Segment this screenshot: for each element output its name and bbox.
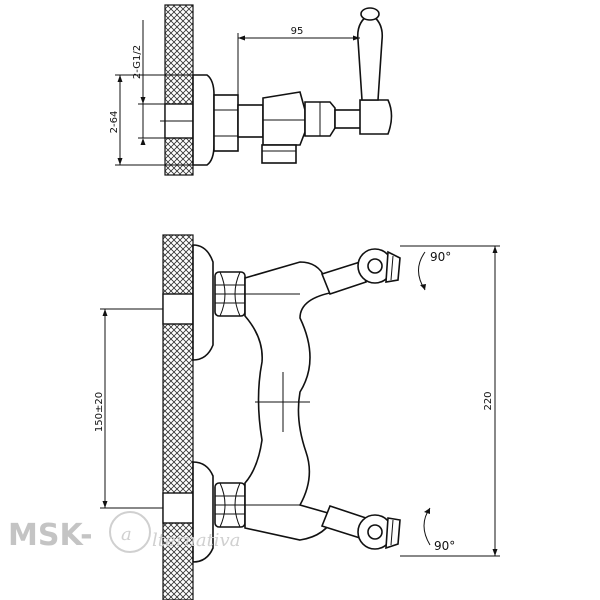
outlet-side xyxy=(261,144,297,164)
wall-pipe-lower xyxy=(162,492,194,524)
escutcheon-upper xyxy=(192,244,214,361)
dimension-thread-label: 2-G1/2 xyxy=(132,45,143,79)
lever-base-side xyxy=(359,99,393,135)
handle-lower xyxy=(320,505,401,550)
watermark: MSK- a lternativa xyxy=(8,511,240,553)
front-view: 90° 90° xyxy=(162,234,455,600)
escutcheon-side xyxy=(192,74,215,166)
lever-handle-side xyxy=(356,13,384,101)
dimension-overall-height-label: 220 xyxy=(483,391,494,410)
rotation-arrow-lower xyxy=(423,507,431,546)
dimension-depth-label: 95 xyxy=(291,26,304,37)
dimension-thread: 2-G1/2 xyxy=(132,20,165,145)
svg-text:a: a xyxy=(121,524,132,545)
watermark-brand: MSK- xyxy=(8,518,93,553)
rotation-arrow-upper xyxy=(418,251,426,291)
dimension-height-side-label: 2-64 xyxy=(109,111,120,134)
hex-nut-side xyxy=(213,94,239,152)
mixer-body-front xyxy=(244,261,337,541)
dimension-center-distance-label: 150±20 xyxy=(94,392,105,432)
escutcheon-lower xyxy=(192,461,214,563)
watermark-tail: lternativa xyxy=(152,530,240,551)
dimension-overall-height: 220 xyxy=(400,245,500,557)
dimension-center-distance: 150±20 xyxy=(94,308,163,509)
watermark-at-logo: a xyxy=(109,511,151,553)
rotation-bottom-label: 90° xyxy=(434,539,455,553)
valve-body-side xyxy=(262,91,306,146)
side-view xyxy=(160,4,393,176)
rotation-top-label: 90° xyxy=(430,250,451,264)
wall-side-view xyxy=(164,4,194,176)
handle-upper xyxy=(320,248,401,295)
wall-pipe-upper xyxy=(162,293,194,325)
dimension-depth: 95 xyxy=(237,26,360,95)
dimension-height-side: 2-64 xyxy=(109,74,193,166)
